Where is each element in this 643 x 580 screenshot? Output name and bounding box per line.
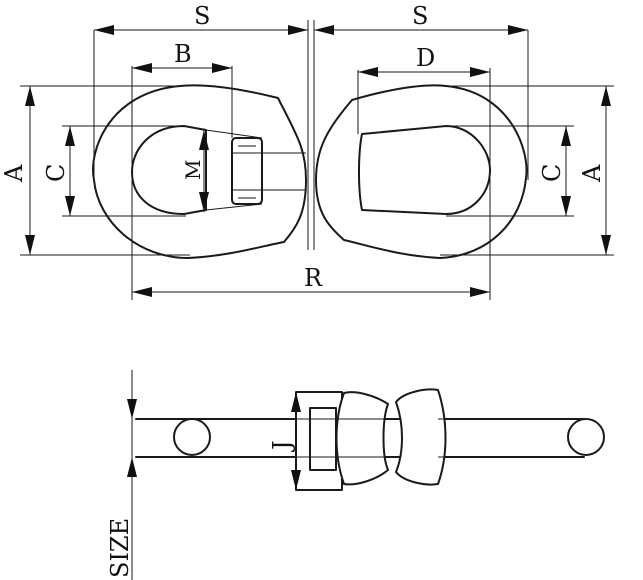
label-c-right: C (538, 164, 566, 182)
label-m: M (181, 160, 205, 180)
label-a-right: A (578, 164, 606, 183)
label-r: R (304, 264, 323, 292)
dimension-lines-side (127, 370, 301, 580)
label-s-left: S (194, 2, 210, 30)
label-c-left: C (42, 164, 70, 182)
label-size: SIZE (106, 518, 134, 578)
label-s-right: S (412, 2, 428, 30)
label-d: D (416, 44, 435, 72)
label-j: J (268, 440, 296, 453)
side-view (135, 388, 605, 491)
dimension-lines-top (20, 20, 614, 300)
label-a-left: A (0, 164, 28, 183)
right-eye (315, 84, 528, 259)
label-b: B (174, 40, 192, 68)
